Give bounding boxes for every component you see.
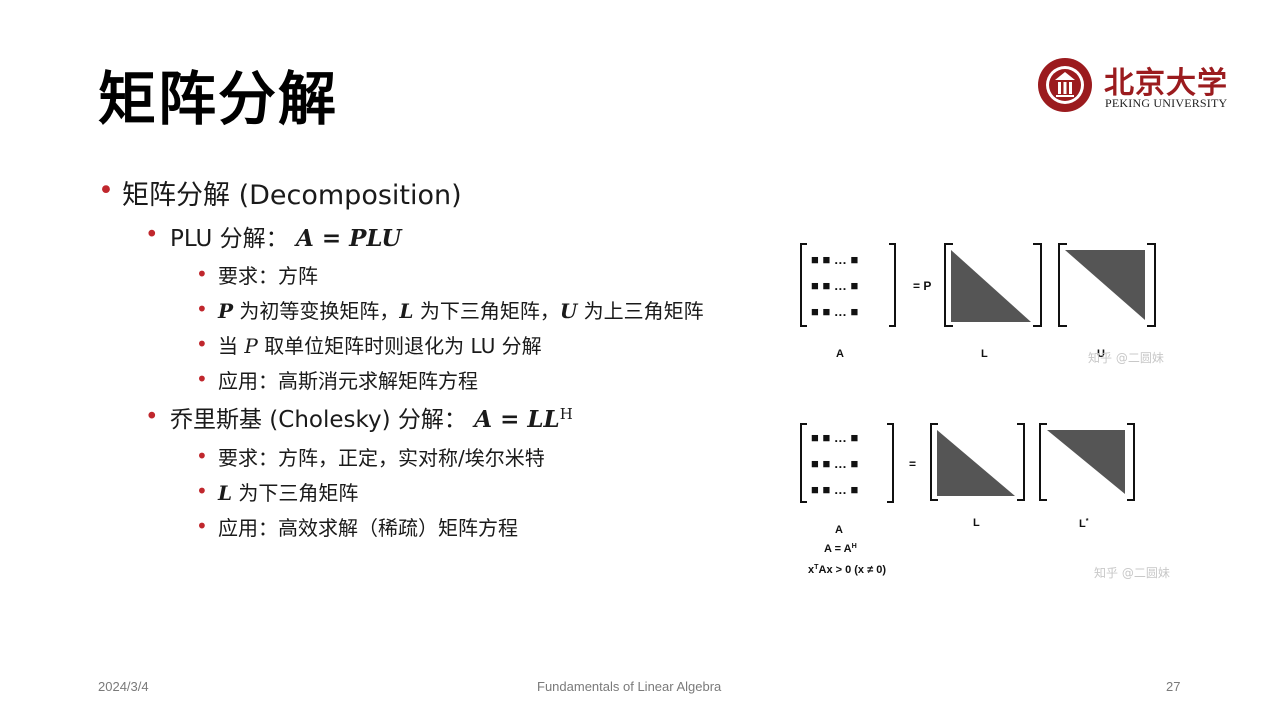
eq-p-label: = P	[913, 279, 931, 293]
page-title: 矩阵分解	[98, 65, 339, 133]
svg-text:■ ■ … ■: ■ ■ … ■	[811, 304, 859, 319]
var-p: P	[218, 299, 234, 323]
footer-page-number: 27	[1166, 679, 1181, 694]
bullet-dot: •	[196, 297, 208, 321]
plu-diagram: ■ ■ … ■ ■ ■ … ■ ■ ■ … ■ = P	[800, 243, 1156, 327]
cholesky-l-def: L 为下三角矩阵	[218, 477, 358, 506]
footer-date: 2024/3/4	[98, 679, 149, 694]
pku-logo: 北京大学 PEKING UNIVERSITY	[1036, 56, 1246, 116]
bullet-dot: •	[196, 479, 208, 503]
matrix-l-brackets	[944, 243, 1042, 327]
bullet-dot: •	[145, 404, 159, 430]
matrix-a-brackets	[800, 243, 896, 327]
matrix-a-brackets	[800, 423, 894, 503]
plu-u-text: 为上三角矩阵	[583, 299, 704, 323]
pku-seal-icon	[1038, 58, 1092, 112]
cholesky-l-text: 为下三角矩阵	[238, 481, 359, 505]
matrix-a-dots: ■ ■ … ■ ■ ■ … ■ ■ ■ … ■	[811, 252, 859, 319]
lower-triangle	[951, 250, 1031, 322]
plu-application: 应用：高斯消元求解矩阵方程	[218, 369, 478, 393]
label-l: L	[981, 348, 988, 360]
var-p-italic: P	[244, 334, 258, 358]
plu-definition: P 为初等变换矩阵，L 为下三角矩阵，U 为上三角矩阵	[218, 295, 704, 324]
svg-text:■ ■ … ■: ■ ■ … ■	[811, 456, 859, 471]
svg-text:■ ■ … ■: ■ ■ … ■	[811, 482, 859, 497]
matrix-lstar-brackets	[1039, 423, 1135, 501]
bullet-plu: PLU 分解： A = PLU	[170, 219, 401, 253]
plu-p-text: 为初等变换矩阵，	[239, 299, 400, 323]
var-l: L	[218, 481, 233, 505]
svg-text:■ ■ … ■: ■ ■ … ■	[811, 252, 859, 267]
svg-text:■ ■ … ■: ■ ■ … ■	[811, 278, 859, 293]
matrix-a-dots: ■ ■ … ■ ■ ■ … ■ ■ ■ … ■	[811, 430, 859, 497]
matrix-u-brackets	[1058, 243, 1156, 327]
cholesky-application: 应用：高效求解（稀疏）矩阵方程	[218, 516, 518, 540]
watermark-top: 知乎 @二圆妹	[1088, 351, 1164, 365]
bullet-dot: •	[196, 332, 208, 356]
label-lstar: L*	[1079, 517, 1089, 530]
cholesky-label: 乔里斯基 (Cholesky) 分解：	[170, 407, 467, 433]
label-l-bottom: L	[973, 517, 980, 529]
cholesky-requirement: 要求：方阵，正定，实对称/埃尔米特	[218, 446, 545, 470]
bullet-cholesky: 乔里斯基 (Cholesky) 分解： A = LLH	[170, 400, 573, 434]
plu-formula: A = PLU	[296, 225, 402, 252]
hermitian-condition: A = AH	[824, 542, 857, 555]
bullet-dot: •	[98, 175, 114, 206]
plu-l-text: 为下三角矩阵，	[419, 299, 560, 323]
bullet-dot: •	[196, 367, 208, 391]
var-l: L	[399, 299, 414, 323]
bullet-dot: •	[145, 222, 159, 248]
logo-chinese-name: 北京大学	[1104, 66, 1228, 101]
cholesky-diagram: ■ ■ … ■ ■ ■ … ■ ■ ■ … ■ =	[800, 423, 1135, 503]
cholesky-formula: A = LLH	[474, 404, 573, 433]
var-u: U	[559, 299, 578, 323]
bullet-dot: •	[196, 514, 208, 538]
label-u: U	[1097, 348, 1105, 360]
eq-label: =	[909, 457, 916, 471]
plu-requirement: 要求：方阵	[218, 264, 318, 288]
footer-course: Fundamentals of Linear Algebra	[537, 679, 722, 694]
lower-triangle	[937, 430, 1015, 496]
label-a: A	[836, 348, 844, 360]
plu-when-text: 当	[218, 334, 238, 358]
plu-degenerate: 当 P 取单位矩阵时则退化为 LU 分解	[218, 330, 542, 359]
upper-triangle	[1047, 430, 1125, 494]
bullet-dot: •	[196, 444, 208, 468]
positive-definite-condition: xTAx > 0 (x ≠ 0)	[808, 563, 886, 576]
watermark-bottom: 知乎 @二圆妹	[1094, 566, 1170, 580]
matrix-l-brackets	[930, 423, 1025, 501]
bullet-decomposition: 矩阵分解 (Decomposition)	[122, 180, 462, 211]
plu-lu-text: 取单位矩阵时则退化为 LU 分解	[264, 334, 542, 358]
plu-label: PLU 分解：	[170, 226, 289, 252]
label-a-bottom: A	[835, 524, 843, 536]
svg-text:■ ■ … ■: ■ ■ … ■	[811, 430, 859, 445]
upper-triangle	[1065, 250, 1145, 320]
bullet-dot: •	[196, 262, 208, 286]
logo-english-name: PEKING UNIVERSITY	[1105, 96, 1228, 110]
